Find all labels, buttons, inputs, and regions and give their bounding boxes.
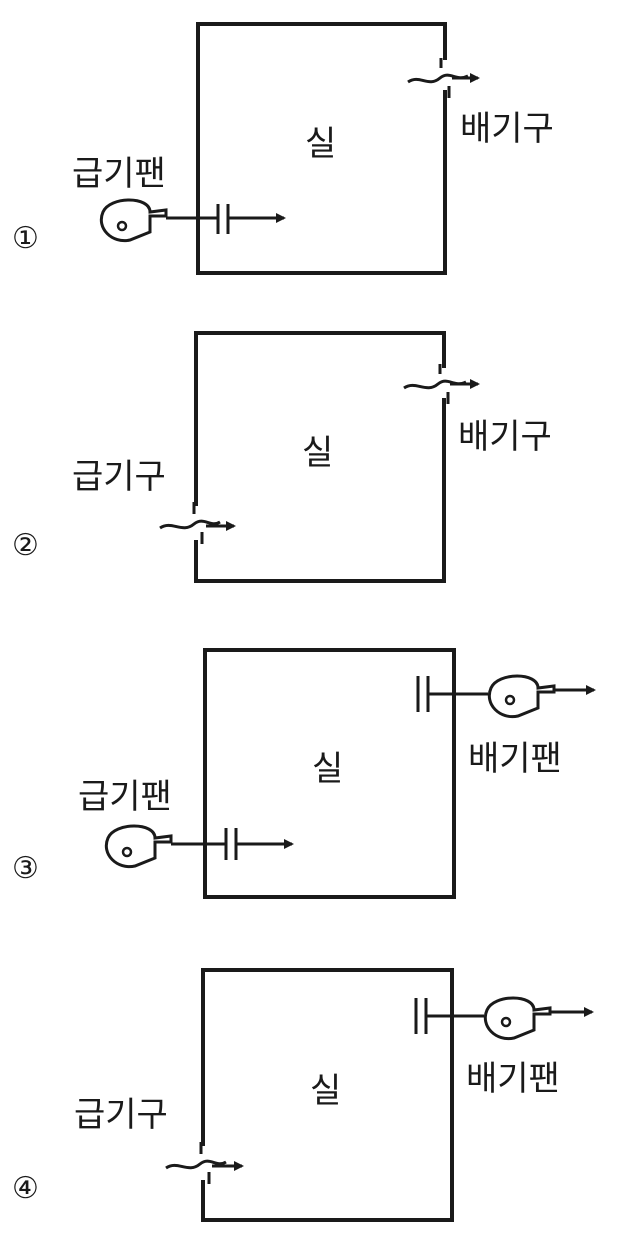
room-box <box>201 968 454 1222</box>
supply-label: 급기팬 <box>78 777 172 817</box>
room-label: 실 <box>312 749 343 789</box>
room-label: 실 <box>310 1071 341 1111</box>
option-number: ④ <box>12 1171 39 1206</box>
option-number: ① <box>12 221 39 256</box>
option-3: ③ 실 배기팬 급기팬 <box>12 648 596 899</box>
supply-label: 급기팬 <box>72 154 166 194</box>
supply-fan-icon <box>104 824 294 869</box>
supply-fan-icon <box>99 198 286 243</box>
option-1: ① 실 배기구 급기팬 <box>12 22 554 275</box>
exhaust-label: 배기팬 <box>466 1059 560 1099</box>
supply-label: 급기구 <box>74 1095 168 1135</box>
option-2: ② 실 배기구 급기구 <box>12 331 552 583</box>
exhaust-fan-icon <box>414 996 594 1041</box>
option-number: ③ <box>12 851 39 886</box>
supply-vent-icon <box>159 502 236 544</box>
exhaust-fan-icon <box>416 674 596 719</box>
room-label: 실 <box>305 124 336 164</box>
room-box <box>194 331 446 583</box>
exhaust-label: 배기구 <box>460 109 554 149</box>
option-4: ④ 실 배기팬 급기구 <box>12 968 594 1222</box>
room-box <box>196 22 447 275</box>
exhaust-label: 배기구 <box>458 417 552 457</box>
room-label: 실 <box>302 433 333 473</box>
exhaust-vent-icon <box>403 364 480 404</box>
exhaust-label: 배기팬 <box>468 739 562 779</box>
option-number: ② <box>12 528 39 563</box>
supply-label: 급기구 <box>72 457 166 497</box>
supply-vent-icon <box>165 1142 244 1184</box>
exhaust-vent-icon <box>407 58 480 98</box>
room-box <box>203 648 456 899</box>
